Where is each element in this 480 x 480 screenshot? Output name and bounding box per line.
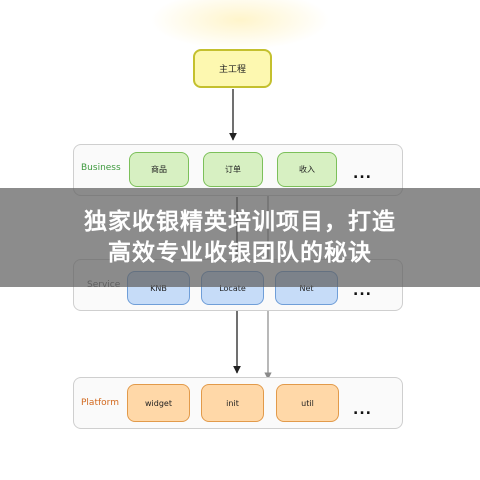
business-node-order: 订单	[203, 152, 263, 187]
platform-node-widget: widget	[127, 384, 190, 422]
platform-node-init: init	[201, 384, 264, 422]
platform-node-util: util	[276, 384, 339, 422]
business-node-income: 收入	[277, 152, 337, 187]
business-node-goods: 商品	[129, 152, 189, 187]
top-glow	[150, 0, 330, 50]
banner-title-line-2: 高效专业收银团队的秘诀	[108, 239, 372, 266]
platform-layer-label: Platform	[81, 398, 119, 408]
business-layer-label: Business	[81, 163, 121, 173]
title-banner: 独家收银精英培训项目，打造 高效专业收银团队的秘诀	[0, 188, 480, 287]
service-more-ellipsis: ...	[353, 283, 372, 299]
main-project-node: 主工程	[193, 49, 272, 88]
platform-more-ellipsis: ...	[353, 402, 372, 418]
banner-title-line-1: 独家收银精英培训项目，打造	[84, 208, 396, 235]
business-more-ellipsis: ...	[353, 166, 372, 182]
